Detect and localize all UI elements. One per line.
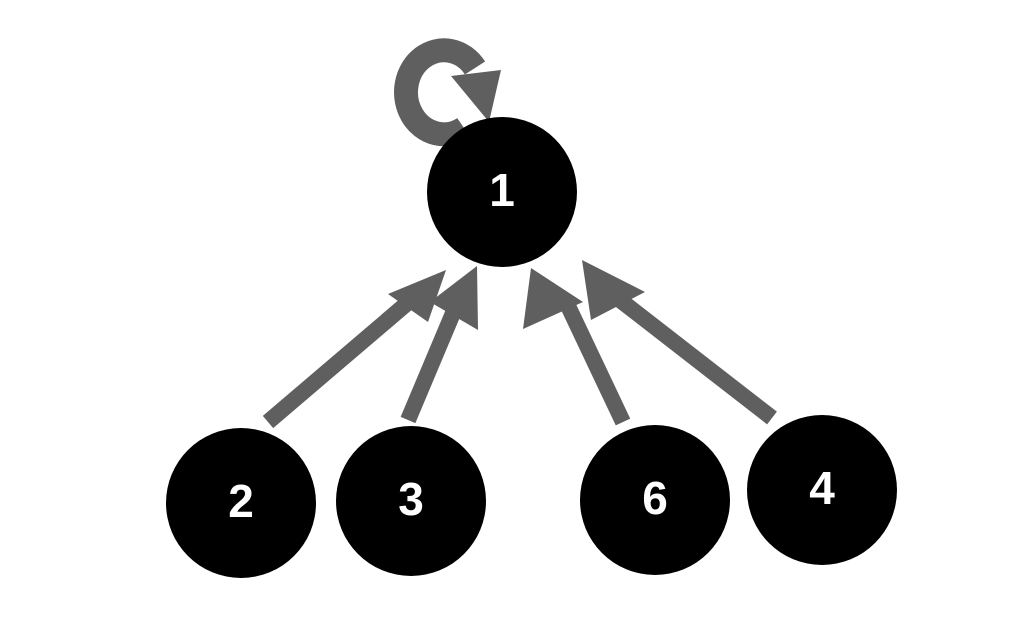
node-6[interactable]: 6 bbox=[580, 425, 730, 575]
edge-6-to-1[interactable] bbox=[523, 268, 631, 426]
self-loop-arc bbox=[394, 38, 486, 147]
edge-4-to-1-shaft bbox=[615, 293, 777, 425]
edge-3-to-1-shaft bbox=[400, 302, 464, 424]
edge-layer bbox=[262, 38, 777, 429]
node-2[interactable]: 2 bbox=[166, 428, 316, 578]
edge-6-to-1-shaft bbox=[561, 304, 631, 426]
node-3[interactable]: 3 bbox=[336, 426, 486, 576]
edge-3-to-1-arrowhead bbox=[430, 266, 478, 330]
node-4-label: 4 bbox=[809, 462, 835, 514]
edge-2-to-1[interactable] bbox=[262, 270, 446, 429]
edge-1-to-1-self-loop[interactable] bbox=[394, 38, 501, 147]
node-4[interactable]: 4 bbox=[747, 415, 897, 565]
node-6-circle bbox=[580, 425, 730, 575]
self-loop-arrowhead bbox=[451, 70, 501, 122]
node-2-label: 2 bbox=[228, 475, 254, 527]
edge-2-to-1-shaft bbox=[262, 287, 424, 429]
node-2-circle bbox=[166, 428, 316, 578]
node-3-label: 3 bbox=[398, 473, 424, 525]
edge-6-to-1-arrowhead bbox=[523, 268, 583, 329]
node-4-circle bbox=[747, 415, 897, 565]
node-1[interactable]: 1 bbox=[427, 117, 577, 267]
edge-4-to-1[interactable] bbox=[582, 260, 777, 425]
node-1-circle bbox=[427, 117, 577, 267]
node-layer: 1 2 3 6 4 bbox=[166, 117, 897, 578]
node-6-label: 6 bbox=[642, 472, 668, 524]
edge-3-to-1[interactable] bbox=[400, 266, 478, 424]
node-3-circle bbox=[336, 426, 486, 576]
edge-4-to-1-arrowhead bbox=[582, 260, 645, 320]
node-1-label: 1 bbox=[489, 164, 515, 216]
edge-2-to-1-arrowhead bbox=[388, 270, 446, 322]
